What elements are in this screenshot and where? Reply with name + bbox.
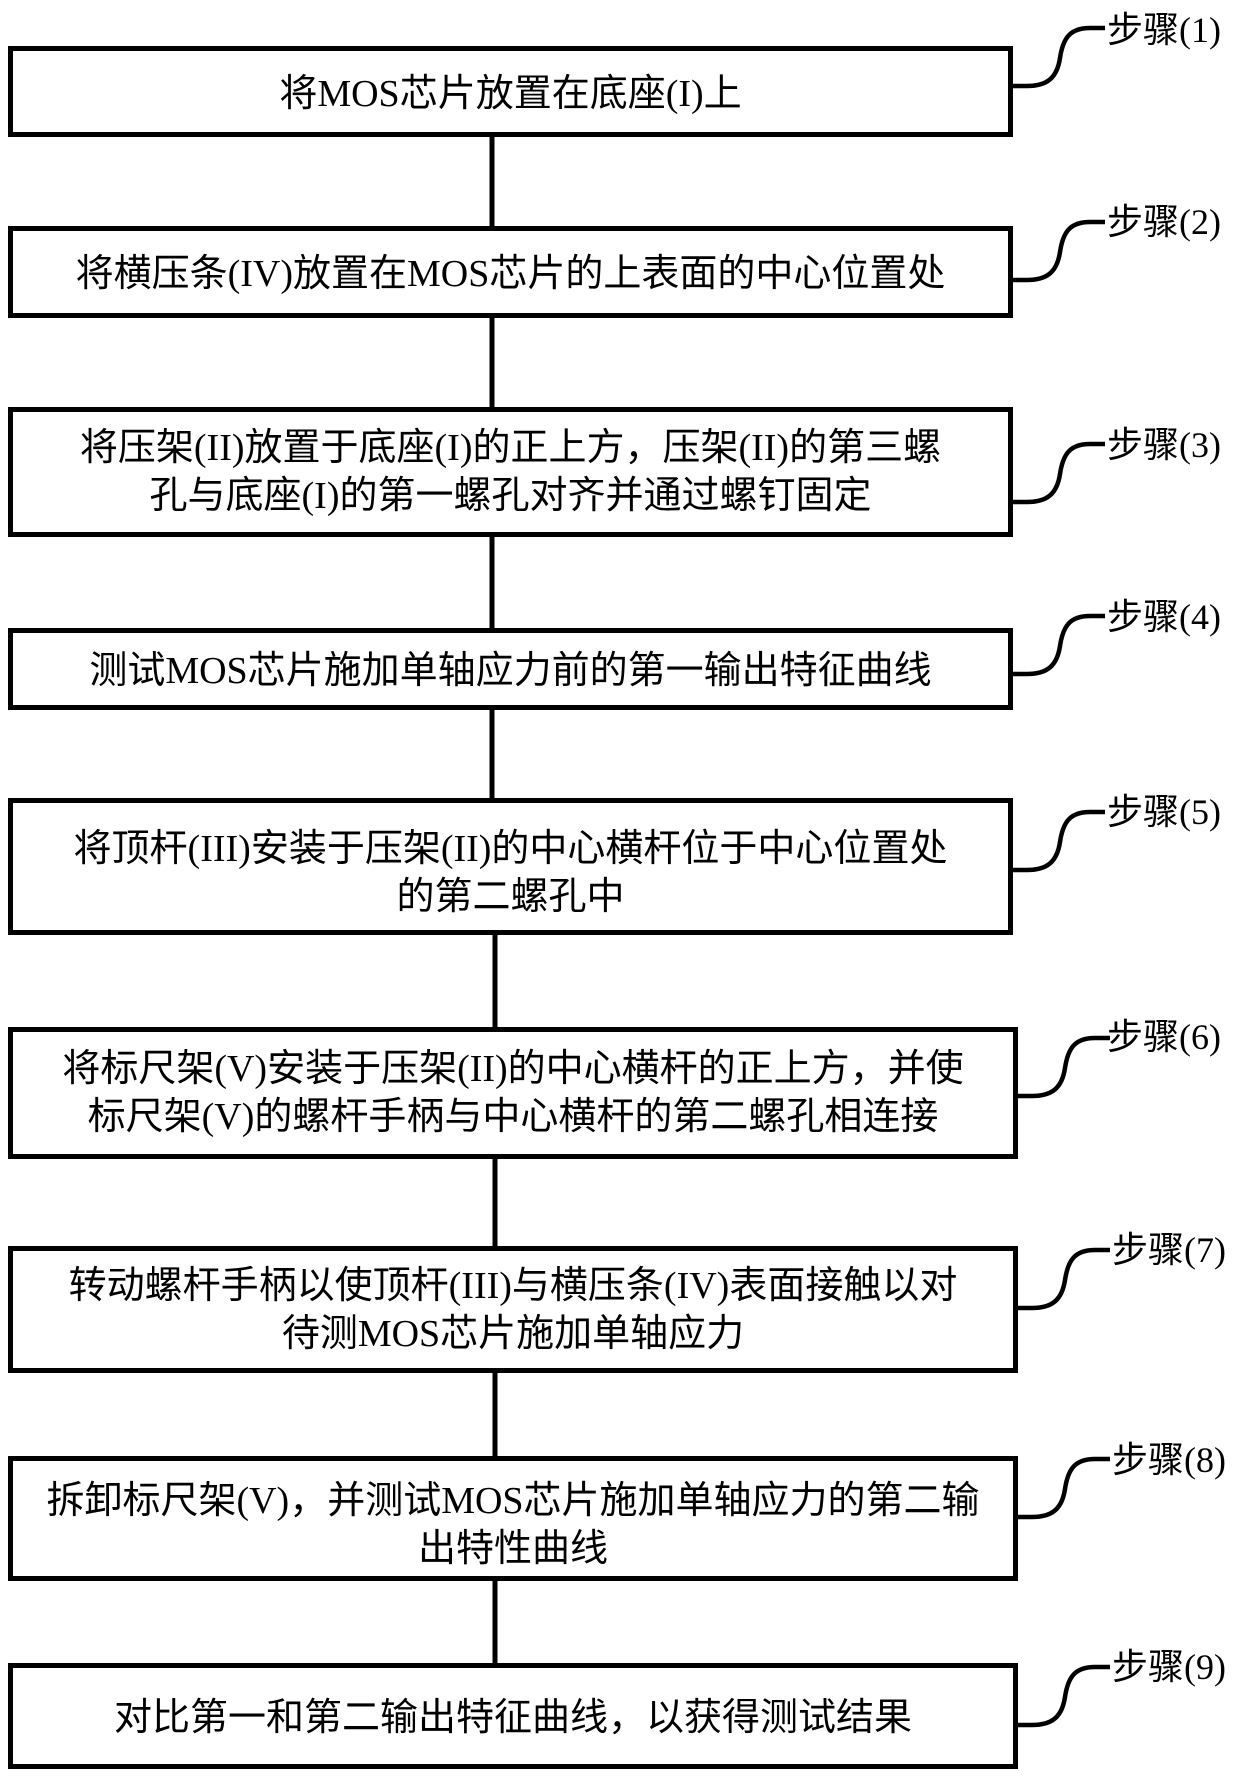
step-label-6: 步骤(6) bbox=[1107, 1017, 1221, 1057]
step-box-9: 对比第一和第二输出特征曲线，以获得测试结果 bbox=[8, 1663, 1018, 1769]
step-7-text-line-2: 待测MOS芯片施加单轴应力 bbox=[281, 1312, 745, 1355]
step-label-8: 步骤(8) bbox=[1112, 1440, 1226, 1480]
step-3-text-line-2: 孔与底座(I)的第一螺孔对齐并通过螺钉固定 bbox=[149, 475, 872, 517]
step-label-4: 步骤(4) bbox=[1107, 597, 1221, 637]
step-label-5: 步骤(5) bbox=[1107, 792, 1221, 832]
step-label-7: 步骤(7) bbox=[1112, 1230, 1226, 1270]
step-leader-9 bbox=[1018, 1664, 1110, 1728]
step-leader-5 bbox=[1013, 809, 1105, 873]
step-5-text-line-2: 的第二螺孔中 bbox=[396, 875, 625, 918]
step-8-text-line-2: 出特性曲线 bbox=[417, 1527, 608, 1570]
step-box-6: 将标尺架(V)安装于压架(II)的中心横杆的正上方，并使 标尺架(V)的螺杆手柄… bbox=[8, 1027, 1018, 1159]
step-leader-6 bbox=[1018, 1035, 1110, 1099]
step-box-7: 转动螺杆手柄以使顶杆(III)与横压条(IV)表面接触以对 待测MOS芯片施加单… bbox=[8, 1246, 1018, 1373]
step-9-text-line-1: 对比第一和第二输出特征曲线，以获得测试结果 bbox=[113, 1697, 912, 1739]
step-leader-4 bbox=[1013, 613, 1105, 677]
step-box-3: 将压架(II)放置于底座(I)的正上方，压架(II)的第三螺 孔与底座(I)的第… bbox=[8, 407, 1013, 537]
step-box-5: 将顶杆(III)安装于压架(II)的中心横杆位于中心位置处 的第二螺孔中 bbox=[8, 798, 1013, 935]
step-label-1: 步骤(1) bbox=[1107, 10, 1221, 50]
step-7-text-line-1: 转动螺杆手柄以使顶杆(III)与横压条(IV)表面接触以对 bbox=[68, 1264, 958, 1307]
step-leader-8 bbox=[1018, 1456, 1110, 1520]
step-box-2: 将横压条(IV)放置在MOS芯片的上表面的中心位置处 bbox=[8, 226, 1013, 318]
step-leader-7 bbox=[1018, 1247, 1110, 1311]
step-3-text-line-1: 将压架(II)放置于底座(I)的正上方，压架(II)的第三螺 bbox=[79, 427, 942, 469]
step-5-text-line-1: 将顶杆(III)安装于压架(II)的中心横杆位于中心位置处 bbox=[73, 827, 948, 870]
step-4-text-line-1: 测试MOS芯片施加单轴应力前的第一输出特征曲线 bbox=[89, 650, 932, 692]
step-box-1: 将MOS芯片放置在底座(I)上 bbox=[8, 46, 1013, 137]
step-2-text-line-1: 将横压条(IV)放置在MOS芯片的上表面的中心位置处 bbox=[75, 253, 946, 295]
step-label-2: 步骤(2) bbox=[1107, 202, 1221, 242]
step-8-text-line-1: 拆卸标尺架(V)，并测试MOS芯片施加单轴应力的第二输 bbox=[46, 1479, 980, 1522]
step-leader-1 bbox=[1013, 25, 1105, 89]
step-leader-3 bbox=[1013, 441, 1105, 505]
step-1-text-line-1: 将MOS芯片放置在底座(I)上 bbox=[279, 72, 742, 115]
step-box-4: 测试MOS芯片施加单轴应力前的第一输出特征曲线 bbox=[8, 628, 1013, 710]
step-label-3: 步骤(3) bbox=[1107, 425, 1221, 465]
step-label-9: 步骤(9) bbox=[1112, 1647, 1226, 1687]
step-leader-2 bbox=[1013, 219, 1105, 283]
step-6-text-line-1: 将标尺架(V)安装于压架(II)的中心横杆的正上方，并使 bbox=[62, 1048, 964, 1090]
step-box-8: 拆卸标尺架(V)，并测试MOS芯片施加单轴应力的第二输 出特性曲线 bbox=[8, 1456, 1018, 1581]
step-6-text-line-2: 标尺架(V)的螺杆手柄与中心横杆的第二螺孔相连接 bbox=[87, 1096, 939, 1138]
